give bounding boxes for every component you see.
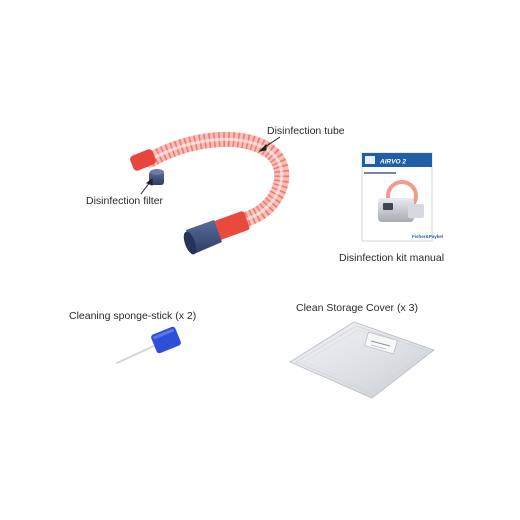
sponge-stick-image (116, 326, 181, 364)
label-leader-arrows (140, 136, 281, 195)
disinfection-tube-image (130, 131, 290, 255)
manual-footer-logo: Fisher&Paykel (412, 234, 443, 239)
disinfection-filter-label: Disinfection filter (86, 195, 164, 207)
disinfection-kit-manual-label: Disinfection kit manual (339, 252, 445, 264)
storage-cover-image (289, 321, 435, 399)
clean-storage-cover-label: Clean Storage Cover (x 3) (296, 302, 418, 314)
manual-booklet-image: AIRVO 2 Fisher&Paykel (361, 152, 443, 242)
manual-brand-text: AIRVO 2 (379, 159, 406, 166)
disinfection-tube-label: Disinfection tube (267, 125, 345, 137)
disinfection-filter-image (149, 169, 164, 185)
cleaning-sponge-stick-label: Cleaning sponge-stick (x 2) (69, 310, 197, 322)
